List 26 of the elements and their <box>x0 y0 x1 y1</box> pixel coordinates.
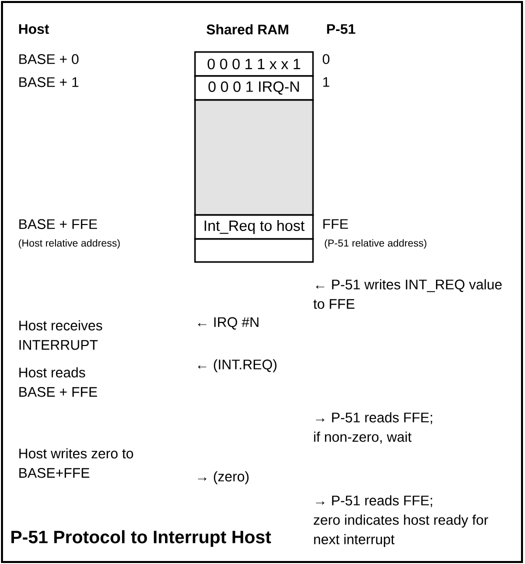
address-note: (P-51 relative address) <box>324 239 426 249</box>
step-text: ← P-51 writes INT_REQ value to FFE <box>313 279 502 309</box>
step-text: Host receives INTERRUPT <box>19 320 102 350</box>
memory-cell: 0 0 0 1 IRQ-N <box>194 75 314 101</box>
address-label: FFE <box>323 219 348 229</box>
address-label: BASE + 0 <box>19 54 79 64</box>
address-note: (Host relative address) <box>18 239 120 249</box>
column-heading: P-51 <box>327 24 356 34</box>
memory-region <box>194 99 314 216</box>
step-text: Host writes zero to BASE+FFE <box>19 448 134 478</box>
address-label: BASE + FFE <box>19 219 98 230</box>
memory-cell: Int_Req to host <box>194 214 314 240</box>
step-text: → (zero) <box>198 471 249 484</box>
step-text: → P-51 reads FFE; if non-zero, wait <box>314 412 432 444</box>
address-label: BASE + 1 <box>19 77 78 88</box>
diagram-title: P-51 Protocol to Interrupt Host <box>11 530 271 547</box>
address-label: 1 <box>323 77 330 87</box>
column-heading: Host <box>19 24 50 34</box>
step-text: ← IRQ #N <box>198 317 258 330</box>
address-label: 0 <box>322 54 330 64</box>
column-heading: Shared RAM <box>206 24 288 34</box>
memory-region <box>194 238 314 263</box>
memory-cell: 0 0 0 1 1 x x 1 <box>194 51 314 77</box>
step-text: Host reads BASE + FFE <box>19 367 98 397</box>
step-text: → P-51 reads FFE; zero indicates host ready for next interrupt <box>314 495 488 548</box>
step-text: ← (INT.REQ) <box>198 359 276 372</box>
